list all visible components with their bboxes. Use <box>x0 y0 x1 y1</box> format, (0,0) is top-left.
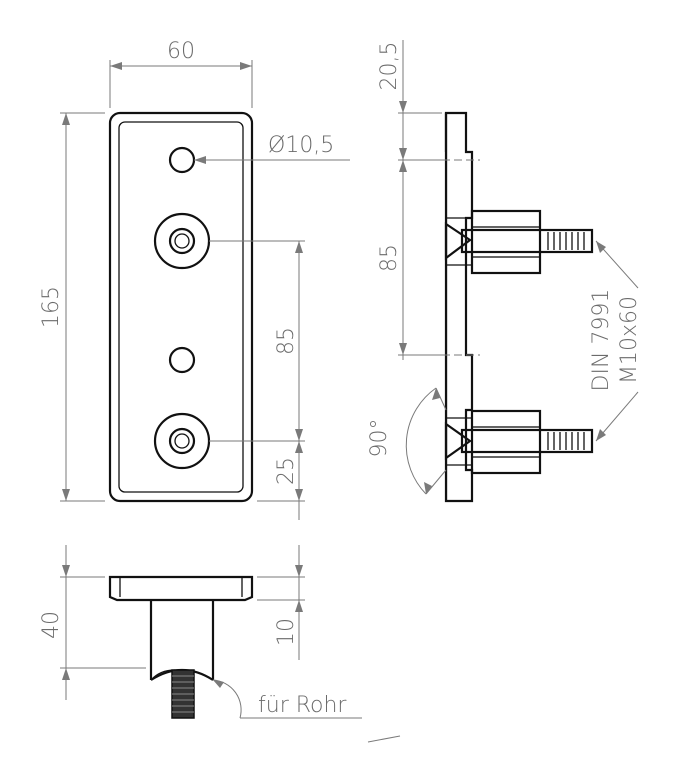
dim-label-25: 25 <box>274 457 299 485</box>
screw-upper <box>444 209 594 275</box>
dimension-height: 165 <box>39 112 105 502</box>
side-section-view: 20,5 85 90° DIN 7991 M10x60 <box>367 40 642 503</box>
dimension-angle: 90° <box>367 387 447 495</box>
label-screw-size: M10x60 <box>617 296 642 384</box>
dimension-spacing-front: 85 25 <box>209 240 305 520</box>
dim-label-85-side: 85 <box>377 244 402 272</box>
bottom-plate <box>108 575 254 602</box>
bottom-view: 40 10 für Rohr <box>39 545 401 743</box>
dimension-hole-diameter: Ø10,5 <box>194 133 350 164</box>
dim-label-20-5: 20,5 <box>377 42 402 91</box>
dim-label-10: 10 <box>274 618 299 646</box>
screw-callout: DIN 7991 M10x60 <box>589 240 642 442</box>
plain-hole-top <box>168 146 196 174</box>
countersunk-hole-lower <box>153 412 211 470</box>
label-tube: für Rohr <box>258 693 347 718</box>
dim-label-40: 40 <box>39 611 64 639</box>
screw-lower <box>444 409 594 475</box>
dimension-plate-10: 10 <box>257 545 305 660</box>
bottom-tube <box>149 600 215 681</box>
section-centerlines <box>430 159 480 356</box>
front-view: 60 165 Ø10,5 85 25 <box>39 39 350 520</box>
dim-label-90: 90° <box>367 419 392 458</box>
dimension-side: 20,5 85 <box>377 40 442 360</box>
tube-callout: für Rohr <box>212 679 362 719</box>
dim-label-60: 60 <box>167 39 195 64</box>
label-din: DIN 7991 <box>589 289 614 392</box>
dim-label-diameter: Ø10,5 <box>268 133 334 158</box>
front-plate-outer <box>108 111 254 503</box>
plain-hole-middle <box>168 346 196 374</box>
countersunk-hole-upper <box>153 212 211 270</box>
dimension-width: 60 <box>109 39 253 108</box>
front-plate-inner <box>118 121 244 493</box>
dimension-height-40: 40 <box>39 545 146 700</box>
dim-label-85-front: 85 <box>274 327 299 355</box>
dim-label-165: 165 <box>39 286 64 328</box>
